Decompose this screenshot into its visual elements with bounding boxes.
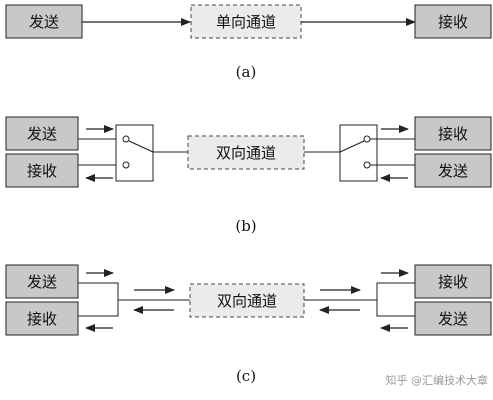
b-channel-label: 双向通道: [216, 144, 276, 162]
c-caption: (c): [236, 367, 256, 385]
c-left-bottom-label: 接收: [27, 310, 57, 328]
c-left-bottom-box: [5, 301, 79, 336]
c-left-top-box: [5, 264, 79, 299]
b-right-switch-box: [339, 124, 378, 182]
panel-a: 发送 单向通道 接收 (a): [5, 4, 492, 81]
panel-c: 发送 接收 双向通道 接收 发送 (c): [5, 264, 492, 385]
b-left-bottom-label: 接收: [27, 162, 57, 180]
b-right-top-label: 接收: [438, 125, 468, 143]
b-caption: (b): [235, 217, 256, 235]
b-left-bottom-box: [5, 153, 79, 188]
b-right-bottom-box: [414, 153, 492, 188]
c-channel-box: [189, 283, 305, 318]
a-channel-box: [190, 4, 302, 39]
b-left-top-label: 发送: [27, 125, 57, 143]
a-send-label: 发送: [29, 13, 59, 31]
c-right-top-label: 接收: [438, 273, 468, 291]
c-right-bracket: [376, 282, 415, 317]
b-left-top-box: [5, 116, 79, 151]
panel-b: 发送 接收 双向通道 接收 发送: [5, 116, 492, 235]
b-right-switch-contact-top: [363, 135, 371, 143]
a-recv-label: 接收: [438, 13, 468, 31]
b-right-switch-contact-bottom: [363, 161, 371, 169]
b-right-top-box: [414, 116, 492, 151]
c-right-top-box: [414, 264, 492, 299]
a-caption: (a): [236, 63, 257, 81]
b-left-switch-box: [115, 124, 154, 182]
a-recv-box: [414, 4, 492, 39]
c-left-top-label: 发送: [27, 273, 57, 291]
b-right-switch-lever: [339, 140, 365, 153]
b-channel-box: [187, 135, 305, 170]
b-left-switch-contact-top: [122, 135, 130, 143]
watermark: 知乎 @汇编技术大章: [386, 373, 489, 387]
b-left-switch-lever: [128, 140, 154, 153]
a-channel-label: 单向通道: [216, 13, 276, 31]
c-right-bottom-box: [414, 301, 492, 336]
c-left-bracket: [78, 282, 119, 317]
b-left-switch-contact-bottom: [122, 161, 130, 169]
c-channel-label: 双向通道: [217, 292, 277, 310]
b-right-bottom-label: 发送: [438, 162, 468, 180]
c-right-bottom-label: 发送: [438, 310, 468, 328]
a-send-box: [5, 4, 83, 39]
